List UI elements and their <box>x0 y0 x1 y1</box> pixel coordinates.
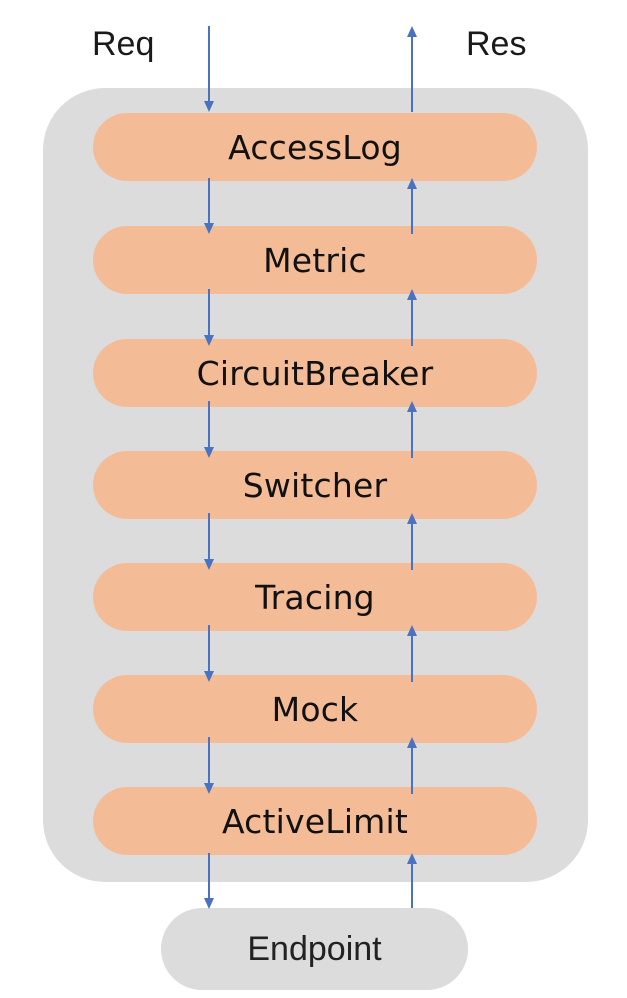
stage-tracing: Tracing <box>93 563 537 631</box>
endpoint-node: Endpoint <box>161 908 468 990</box>
stage-circuitbreaker: CircuitBreaker <box>93 339 537 407</box>
stage-accesslog: AccessLog <box>93 113 537 181</box>
stage-mock: Mock <box>93 675 537 743</box>
request-label: Req <box>92 25 155 63</box>
stage-activelimit: ActiveLimit <box>93 787 537 855</box>
response-label: Res <box>466 25 527 63</box>
response-arrow-7-head <box>407 26 417 37</box>
stage-switcher: Switcher <box>93 451 537 519</box>
stage-metric: Metric <box>93 226 537 294</box>
